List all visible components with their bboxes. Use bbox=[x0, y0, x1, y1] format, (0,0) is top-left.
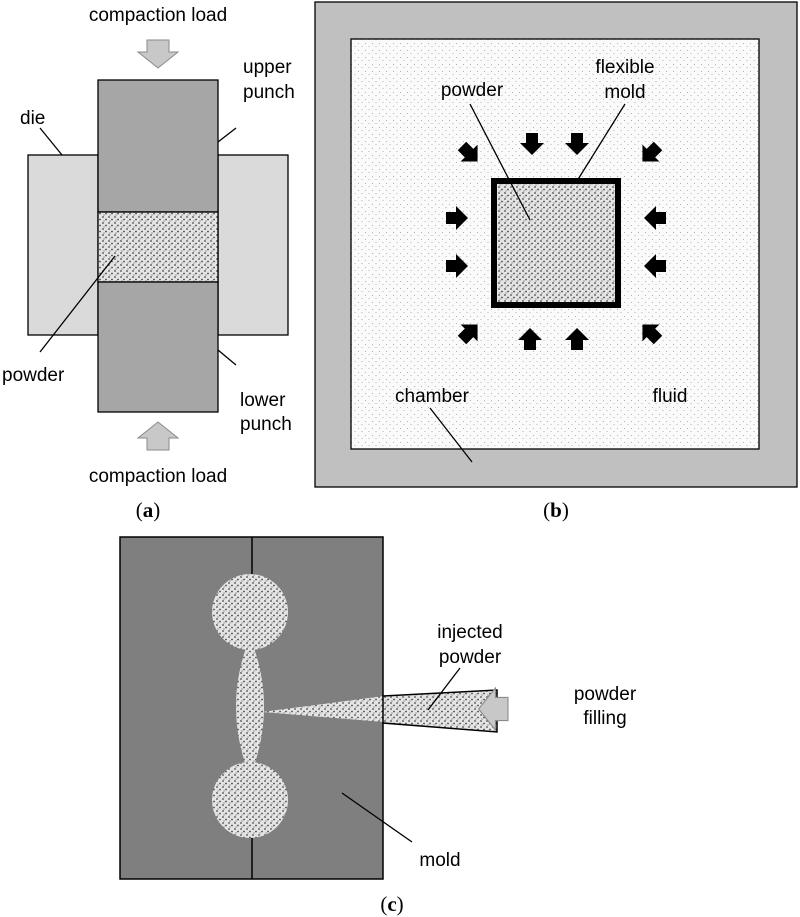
mold-leader bbox=[341, 792, 413, 843]
lower-punch-leader bbox=[217, 349, 237, 366]
powder-compact-a bbox=[97, 211, 219, 283]
flexible-mold bbox=[491, 178, 621, 308]
lower-punch-label-line2: punch bbox=[240, 414, 292, 435]
compaction-load-bottom-label: compaction load bbox=[89, 466, 227, 487]
die-label: die bbox=[20, 108, 45, 129]
injected-powder-leader bbox=[427, 667, 461, 711]
injected-powder-label-line1: injected bbox=[437, 622, 503, 643]
cavity-vertical-runner bbox=[236, 648, 264, 766]
flexible-mold-leader bbox=[576, 103, 626, 182]
cavity-top-disc bbox=[212, 574, 288, 650]
powder-leader-b bbox=[469, 103, 531, 221]
panel-c: injected powder powder filling mold (c) bbox=[119, 536, 637, 916]
chamber-leader bbox=[429, 407, 473, 463]
die-leader bbox=[39, 127, 63, 156]
compaction-load-top-label: compaction load bbox=[89, 5, 227, 26]
flexible-mold-label-line1: flexible bbox=[595, 57, 654, 78]
die-left bbox=[27, 154, 99, 336]
cavity-bottom-disc bbox=[212, 762, 288, 838]
powder-label-a: powder bbox=[2, 365, 65, 386]
die-right bbox=[217, 154, 289, 336]
caption-a: (a) bbox=[136, 498, 161, 522]
mold-cavity-powder bbox=[212, 574, 384, 838]
powder-leader-a bbox=[39, 255, 116, 353]
upper-punch-leader bbox=[217, 127, 237, 143]
compaction-load-arrow-bottom bbox=[137, 421, 179, 451]
fluid-label: fluid bbox=[653, 386, 688, 407]
compaction-load-arrow-top bbox=[137, 39, 179, 69]
lower-punch bbox=[97, 281, 219, 413]
powder-label-b: powder bbox=[441, 80, 504, 101]
powder-filling-label-line1: powder bbox=[574, 684, 637, 705]
panel-b: powder flexible mold chamber fluid (b) bbox=[314, 1, 798, 522]
upper-punch-label-line1: upper bbox=[243, 57, 292, 78]
caption-b: (b) bbox=[543, 498, 569, 522]
injection-nozzle-powder bbox=[382, 689, 498, 733]
panel-a: compaction load compaction load upper pu… bbox=[2, 5, 295, 522]
powder-filling-label-line2: filling bbox=[583, 708, 626, 729]
flexible-mold-label-line2: mold bbox=[604, 82, 645, 103]
upper-punch-label-line2: punch bbox=[243, 82, 295, 103]
mold-label: mold bbox=[419, 850, 460, 871]
upper-punch bbox=[97, 79, 219, 213]
cavity-horizontal-runner bbox=[262, 696, 384, 722]
caption-c: (c) bbox=[380, 892, 403, 916]
lower-punch-label-line1: lower bbox=[240, 390, 286, 411]
chamber-label: chamber bbox=[395, 386, 470, 407]
injected-powder-label-line2: powder bbox=[439, 647, 502, 668]
